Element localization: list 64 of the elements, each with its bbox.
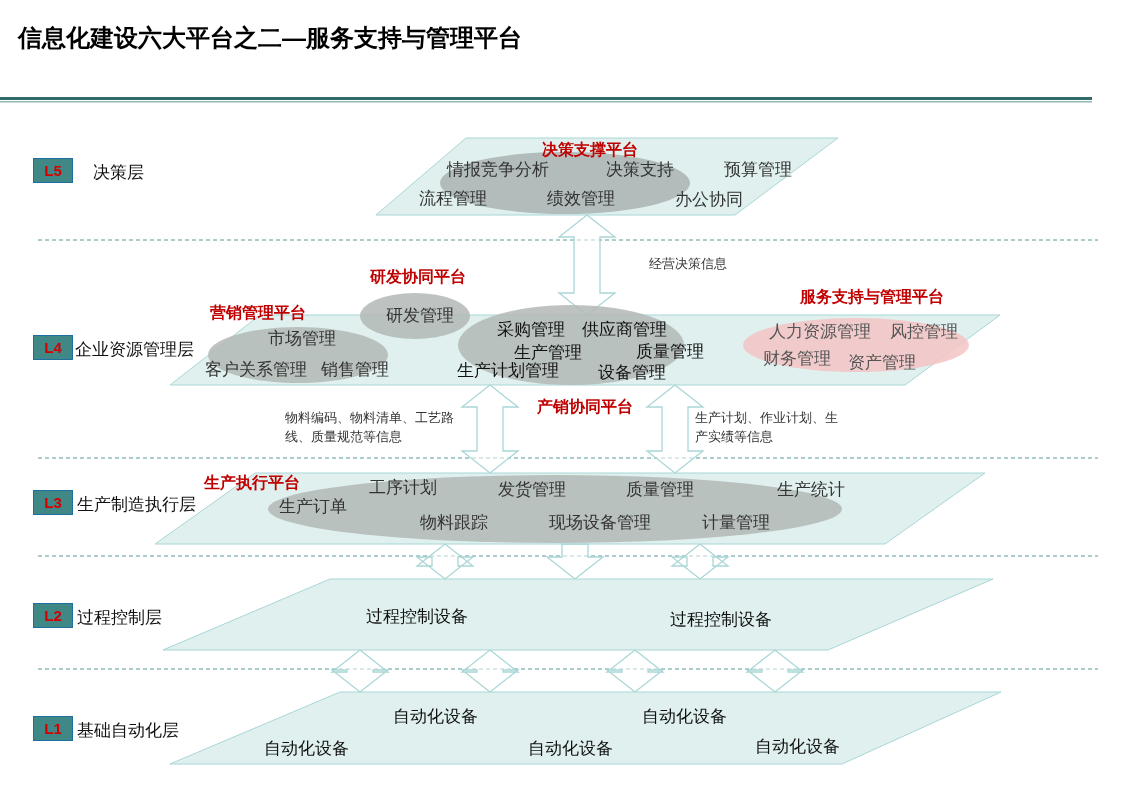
device-label: 自动化设备 (754, 737, 840, 757)
module-label: 资产管理 (848, 353, 916, 373)
device-label: 过程控制设备 (670, 610, 772, 630)
module-label: 研发管理 (386, 306, 454, 326)
platform-title: 决策支撑平台 (542, 141, 638, 159)
layer-name: 企业资源管理层 (75, 339, 194, 361)
module-label: 质量管理 (636, 342, 704, 362)
module-label: 市场管理 (268, 329, 336, 349)
module-label: 物料跟踪 (420, 513, 488, 533)
module-label: 办公协同 (675, 190, 743, 210)
module-label: 工序计划 (369, 478, 437, 498)
edge-label: 经营决策信息 (649, 256, 727, 272)
platform-title: 生产执行平台 (204, 474, 300, 492)
double-block-arrow (460, 384, 520, 474)
module-label: 采购管理 (497, 320, 565, 340)
module-label: 预算管理 (724, 160, 792, 180)
double-block-arrow (670, 543, 730, 580)
module-label: 绩效管理 (547, 189, 615, 209)
module-label: 生产订单 (279, 497, 347, 517)
double-block-arrow (545, 543, 605, 580)
double-block-arrow (415, 543, 475, 580)
layer-code: L4 (44, 339, 62, 356)
page-title: 信息化建设六大平台之二—服务支持与管理平台 (18, 23, 522, 53)
double-block-arrow (645, 384, 705, 474)
module-label: 财务管理 (763, 349, 831, 369)
device-label: 自动化设备 (263, 739, 349, 759)
module-label: 生产计划管理 (457, 361, 559, 381)
layer-name: 基础自动化层 (77, 720, 179, 742)
module-label: 生产统计 (777, 480, 845, 500)
device-label: 自动化设备 (392, 707, 478, 727)
module-label: 设备管理 (598, 363, 666, 383)
device-label: 过程控制设备 (366, 607, 468, 627)
platform-title: 服务支持与管理平台 (800, 288, 944, 306)
platform-title: 产销协同平台 (537, 398, 633, 416)
module-label: 生产管理 (514, 343, 582, 362)
module-label: 客户关系管理 (205, 360, 307, 380)
layer-name: 生产制造执行层 (77, 494, 196, 516)
layer-code: L2 (44, 607, 62, 624)
layer-code: L5 (44, 162, 62, 179)
edge-label: 物料编码、物料清单、工艺路线、质量规范等信息 (285, 409, 455, 446)
layer-code: L1 (44, 720, 62, 737)
module-label: 发货管理 (498, 480, 566, 500)
edge-label: 生产计划、作业计划、生产实绩等信息 (695, 409, 839, 446)
platform-title: 营销管理平台 (210, 304, 306, 322)
double-block-arrow (460, 649, 520, 693)
layer-name: 过程控制层 (77, 607, 162, 629)
device-label: 自动化设备 (641, 707, 727, 727)
double-block-arrow (330, 649, 390, 693)
module-label: 情报竞争分析 (447, 160, 549, 180)
module-label: 风控管理 (890, 322, 958, 342)
module-label: 销售管理 (321, 360, 389, 380)
module-label: 决策支持 (606, 160, 674, 180)
double-block-arrow (605, 649, 665, 693)
device-label: 自动化设备 (527, 739, 613, 759)
module-label: 现场设备管理 (549, 513, 651, 533)
layer-code: L3 (44, 494, 62, 511)
platform-title: 研发协同平台 (370, 268, 466, 286)
module-label: 流程管理 (419, 189, 487, 209)
layer-name: 决策层 (93, 162, 144, 184)
module-label: 质量管理 (626, 480, 694, 500)
module-label: 供应商管理 (581, 320, 667, 340)
double-block-arrow (745, 649, 805, 693)
module-label: 人力资源管理 (769, 322, 871, 342)
module-label: 计量管理 (702, 513, 770, 533)
